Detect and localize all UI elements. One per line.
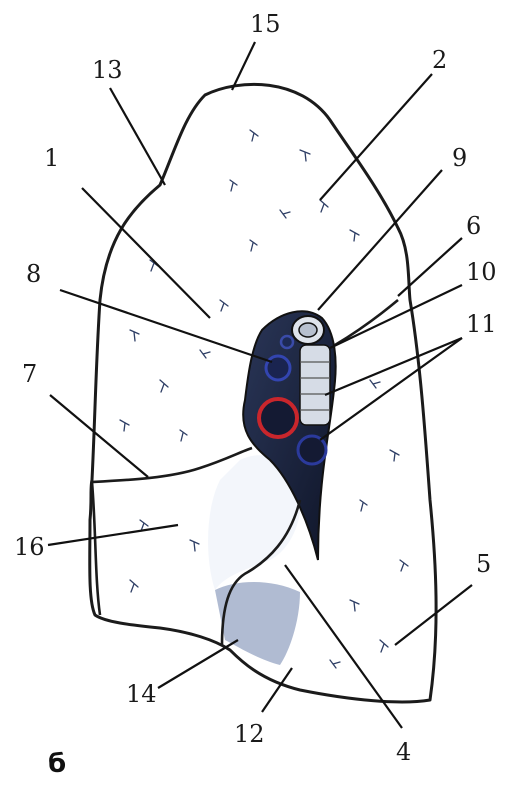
horizontal-fissure xyxy=(92,482,100,615)
vessel-upper-vein xyxy=(266,356,290,380)
panel-letter: б xyxy=(48,749,66,779)
label-5: 5 xyxy=(476,550,491,578)
label-1: 1 xyxy=(44,144,59,172)
leader-7 xyxy=(50,395,148,477)
vessel-small-vein xyxy=(281,336,293,348)
label-16: 16 xyxy=(14,533,45,561)
vessel-pulmonary-artery xyxy=(259,399,297,437)
label-8: 8 xyxy=(26,260,41,288)
leader-9 xyxy=(318,170,442,310)
leader-5 xyxy=(395,585,472,645)
leader-2 xyxy=(320,74,432,200)
label-6: 6 xyxy=(466,212,481,240)
label-4: 4 xyxy=(396,738,411,766)
right-fissure xyxy=(335,300,398,345)
leader-16 xyxy=(48,525,178,545)
label-2: 2 xyxy=(432,46,447,74)
label-7: 7 xyxy=(22,360,37,388)
vessel-lower-vein xyxy=(298,436,326,464)
leader-12 xyxy=(262,668,292,712)
leader-14 xyxy=(158,640,238,688)
label-9: 9 xyxy=(452,144,467,172)
label-12: 12 xyxy=(234,720,265,748)
leader-10 xyxy=(330,285,462,348)
leader-4 xyxy=(285,565,402,728)
label-13: 13 xyxy=(92,56,123,84)
label-15: 15 xyxy=(250,10,281,38)
label-11: 11 xyxy=(466,310,497,338)
label-10: 10 xyxy=(466,258,497,286)
leader-15 xyxy=(232,42,255,90)
leader-13 xyxy=(110,88,165,185)
label-14: 14 xyxy=(126,680,157,708)
leader-8 xyxy=(60,290,272,362)
